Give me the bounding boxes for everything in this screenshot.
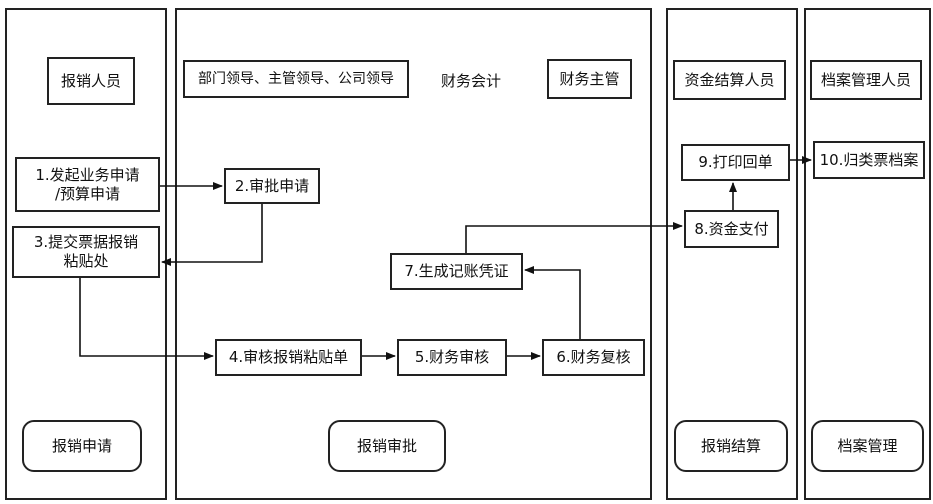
step-9-print-receipt: 9.打印回单 — [681, 144, 790, 181]
step-10-archive-receipts: 10.归类票档案 — [813, 141, 925, 179]
step-8-fund-payment: 8.资金支付 — [684, 210, 779, 248]
step-7-generate-voucher: 7.生成记账凭证 — [390, 253, 523, 290]
footer-reimbursement-settlement: 报销结算 — [674, 420, 788, 472]
arrow-6-to-7 — [524, 266, 581, 339]
step-6-finance-recheck: 6.财务复核 — [542, 339, 645, 376]
footer-reimbursement-approval: 报销审批 — [328, 420, 446, 472]
footer-archive-management: 档案管理 — [811, 420, 924, 472]
header-leaders: 部门领导、主管领导、公司领导 — [183, 60, 409, 98]
step-1-initiate-request: 1.发起业务申请 /预算申请 — [15, 157, 160, 212]
arrow-2-to-3 — [161, 204, 263, 266]
step-3-submit-receipts: 3.提交票据报销 粘贴处 — [12, 226, 160, 278]
step-5-finance-review: 5.财务审核 — [397, 339, 507, 376]
step-2-approve-request: 2.审批申请 — [224, 168, 320, 204]
arrow-3-to-4 — [79, 278, 214, 360]
step-4-review-paste-sheet: 4.审核报销粘贴单 — [215, 339, 362, 376]
header-archive: 档案管理人员 — [810, 60, 922, 100]
footer-reimbursement-application: 报销申请 — [22, 420, 142, 472]
header-finance-supervisor: 财务主管 — [547, 59, 632, 99]
header-applicant: 报销人员 — [47, 57, 135, 105]
arrow-7-to-8 — [465, 222, 683, 253]
header-accountant: 财务会计 — [424, 66, 518, 96]
header-settlement: 资金结算人员 — [673, 60, 786, 100]
